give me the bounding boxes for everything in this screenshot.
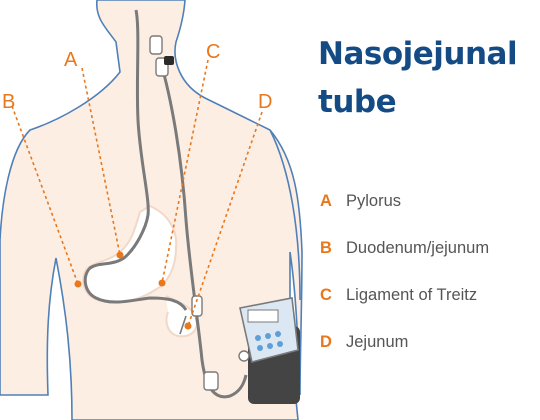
legend-label-d: Jejunum [346,333,409,351]
legend-key-b: B [320,239,332,257]
feeding-pump-icon [238,297,300,404]
marker-a: A [64,49,78,71]
legend-list: A Pylorus B Duodenum/jejunum C Ligament … [320,192,489,380]
legend-label-c: Ligament of Treitz [346,286,478,304]
tube-extension [158,59,248,399]
legend-label-a: Pylorus [346,192,402,210]
legend-item-a: A Pylorus [320,192,489,239]
nose-connector [149,35,174,77]
callout-dots [74,251,192,330]
y-port-connector [179,295,203,341]
title-line-1: Nasojejunal [318,36,518,72]
page-title: Nasojejunal tube [318,30,518,126]
marker-b: B [2,91,16,113]
legend-key-a: A [320,192,332,210]
arm-outline [269,129,301,301]
legend-label-b: Duodenum/jejunum [346,239,490,257]
legend-key-d: D [320,333,332,351]
tube-path [83,9,188,311]
legend-item-b: B Duodenum/jejunum [320,239,489,286]
title-line-2: tube [318,84,397,120]
marker-c: C [206,41,221,63]
marker-d: D [258,91,273,113]
extension-connector [203,371,219,391]
callout-lines [11,59,263,327]
legend-item-d: D Jejunum [320,333,489,380]
legend-key-c: C [320,286,332,304]
legend-item-c: C Ligament of Treitz [320,286,489,333]
